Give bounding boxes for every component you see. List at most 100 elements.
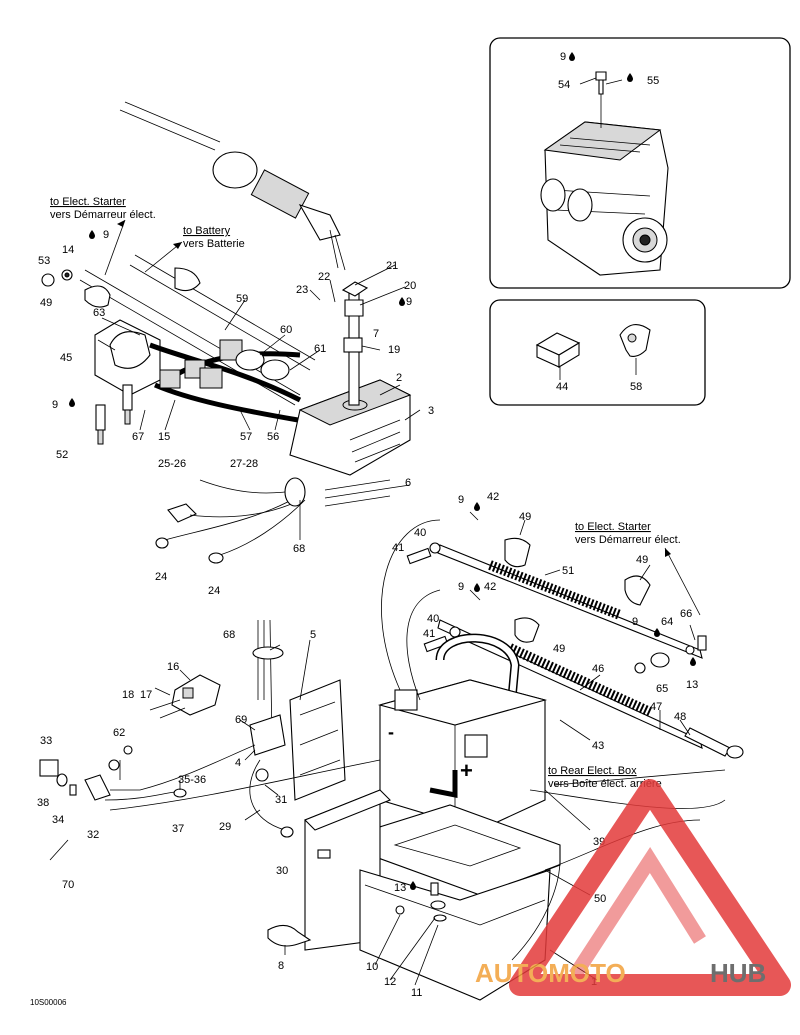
part-number-label: 42 xyxy=(484,581,496,593)
part-number-label: 49 xyxy=(553,643,565,655)
part-number-label: 35-36 xyxy=(178,774,206,786)
part-number-label: 45 xyxy=(60,352,72,364)
ground-wires xyxy=(155,477,391,564)
drop-icon xyxy=(410,881,416,890)
part-number-label: 10 xyxy=(366,961,378,973)
watermark-brand-b: HUB xyxy=(710,958,766,988)
part-number-label: 16 xyxy=(167,661,179,673)
annotation-to-starter-2-fr: vers Démarreur élect. xyxy=(575,534,681,546)
part-number-label: 69 xyxy=(235,714,247,726)
part-number-label: 6 xyxy=(405,477,411,489)
part-number-label: 24 xyxy=(155,571,167,583)
part-number-label: 29 xyxy=(219,821,231,833)
part-number-label: 38 xyxy=(37,797,49,809)
part-number-label: 37 xyxy=(172,823,184,835)
part-number-label: 32 xyxy=(87,829,99,841)
part-number-label: 53 xyxy=(38,255,50,267)
part-number-label: 2 xyxy=(396,372,402,384)
part-number-label: 52 xyxy=(56,449,68,461)
top-cable xyxy=(119,101,346,271)
part-number-label: 64 xyxy=(661,616,673,628)
part-number-label: 9 xyxy=(52,399,58,411)
annotation-to-battery: to Battery xyxy=(183,225,231,237)
ignition-box xyxy=(289,281,412,476)
part-number-label: 25-26 xyxy=(158,458,186,470)
solenoid-bracket xyxy=(39,619,381,861)
part-number-label: 9 xyxy=(458,581,464,593)
battery-positive-symbol: + xyxy=(460,758,473,783)
part-number-label: 4 xyxy=(235,757,241,769)
part-number-label: 70 xyxy=(62,879,74,891)
part-number-label: 59 xyxy=(236,293,248,305)
drop-icon xyxy=(690,657,696,666)
part-number-label: 8 xyxy=(278,960,284,972)
part-number-label: 21 xyxy=(386,260,398,272)
drop-icon xyxy=(569,52,575,61)
left-harness xyxy=(41,254,316,445)
part-number-label: 33 xyxy=(40,735,52,747)
part-number-label: 34 xyxy=(52,814,64,826)
part-number-label: 41 xyxy=(423,628,435,640)
annotation-to-starter-2: to Elect. Starter xyxy=(575,521,651,533)
part-number-label: 17 xyxy=(140,689,152,701)
part-number-label: 11 xyxy=(411,987,422,999)
engine-inset xyxy=(489,37,791,289)
part-number-label: 49 xyxy=(40,297,52,309)
part-number-label: 56 xyxy=(267,431,279,443)
watermark-brand-a: AUTOMOTO xyxy=(475,958,626,988)
part-number-label: 44 xyxy=(556,381,568,393)
part-number-label: 49 xyxy=(519,511,531,523)
part-number-label: 61 xyxy=(314,343,326,355)
annotation-labels: to Elect. Starter vers Démarreur élect. … xyxy=(30,196,681,1007)
part-number-label: 12 xyxy=(384,976,396,988)
part-number-label: 19 xyxy=(388,344,400,356)
drop-icon xyxy=(627,73,633,82)
part-number-label: 5 xyxy=(310,629,316,641)
part-number-label: 7 xyxy=(373,328,379,340)
part-number-label: 30 xyxy=(276,865,288,877)
drop-icon xyxy=(474,583,480,592)
part-number-label: 9 xyxy=(103,229,109,241)
annotation-to-rear-box-fr: vers Boîte élect. arrière xyxy=(548,778,662,790)
part-number-label: 18 xyxy=(122,689,134,701)
part-number-label: 15 xyxy=(158,431,170,443)
part-number-label: 49 xyxy=(636,554,648,566)
part-number-label: 24 xyxy=(208,585,220,597)
part-number-label: 68 xyxy=(293,543,305,555)
annotation-to-rear-box: to Rear Elect. Box xyxy=(548,765,637,777)
drop-icon xyxy=(399,297,405,306)
drop-icon xyxy=(654,628,660,637)
part-number-label: 41 xyxy=(392,542,404,554)
annotation-to-starter-1: to Elect. Starter xyxy=(50,196,126,208)
part-number-label: 66 xyxy=(680,608,692,620)
part-number-label: 9 xyxy=(560,51,566,63)
direction-arrows xyxy=(104,219,726,786)
part-number-label: 55 xyxy=(647,75,659,87)
part-number-label: 48 xyxy=(674,711,686,723)
part-number-label: 62 xyxy=(113,727,125,739)
part-number-label: 63 xyxy=(93,307,105,319)
drop-icon xyxy=(89,230,95,239)
part-number-label: 67 xyxy=(132,431,144,443)
part-number-label: 14 xyxy=(62,244,74,256)
part-number-label: 65 xyxy=(656,683,668,695)
annotation-to-starter-1-fr: vers Démarreur élect. xyxy=(50,209,156,221)
part-number-label: 13 xyxy=(686,679,698,691)
part-number-label: 47 xyxy=(650,701,662,713)
small-parts-inset xyxy=(489,299,706,406)
part-number-label: 42 xyxy=(487,491,499,503)
drop-icons xyxy=(69,52,696,890)
part-number-label: 58 xyxy=(630,381,642,393)
part-number-label: 50 xyxy=(594,893,606,905)
battery-negative-symbol: - xyxy=(388,722,394,742)
part-number-label: 3 xyxy=(428,405,434,417)
part-number-label: 40 xyxy=(414,527,426,539)
annotation-to-battery-fr: vers Batterie xyxy=(183,238,245,250)
watermark-logo: AUTOMOTO HUB xyxy=(475,779,791,996)
part-number-label: 46 xyxy=(592,663,604,675)
part-number-label: 31 xyxy=(275,794,287,806)
part-number-label: 68 xyxy=(223,629,235,641)
part-number-label: 40 xyxy=(427,613,439,625)
